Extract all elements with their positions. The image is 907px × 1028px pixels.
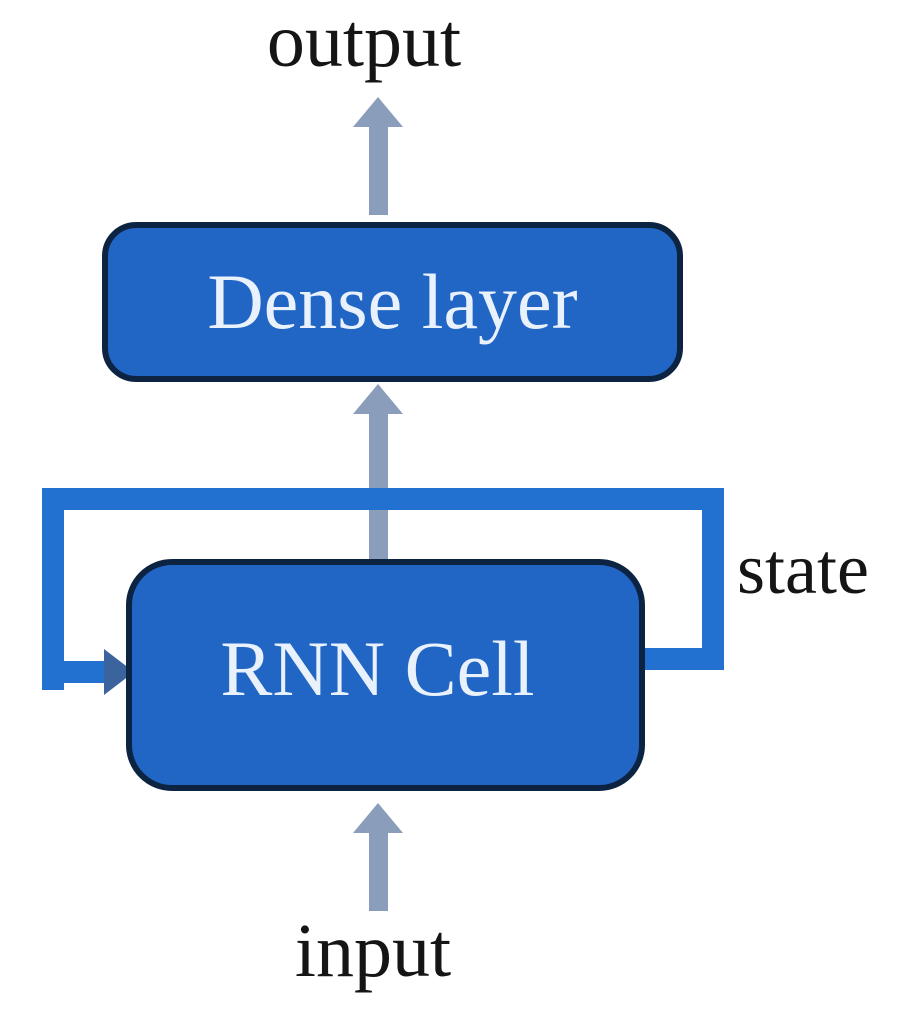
state-loop-left-segment <box>42 488 64 690</box>
up-arrowhead-icon <box>353 803 403 833</box>
dense-layer-label: Dense layer <box>207 258 578 345</box>
arrow-shaft <box>368 833 388 911</box>
arrow-shaft <box>368 127 388 215</box>
arrow-shaft <box>368 414 388 560</box>
rnn-cell-label: RNN Cell <box>220 625 535 712</box>
rnn-cell-node: RNN Cell <box>126 559 645 791</box>
state-label: state <box>737 529 869 609</box>
rnn-to-dense-arrow <box>353 384 403 560</box>
input-to-rnn-arrow <box>353 803 403 911</box>
state-loop-entry-segment <box>42 661 104 683</box>
up-arrowhead-icon <box>353 384 403 414</box>
output-label: output <box>266 0 462 83</box>
state-loop-right-segment <box>702 488 724 670</box>
dense-to-output-arrow <box>353 97 403 215</box>
state-loop-top-segment <box>42 488 724 510</box>
state-loop-exit-segment <box>628 648 724 670</box>
input-label: input <box>294 909 452 993</box>
up-arrowhead-icon <box>353 97 403 127</box>
dense-layer-node: Dense layer <box>102 222 683 382</box>
